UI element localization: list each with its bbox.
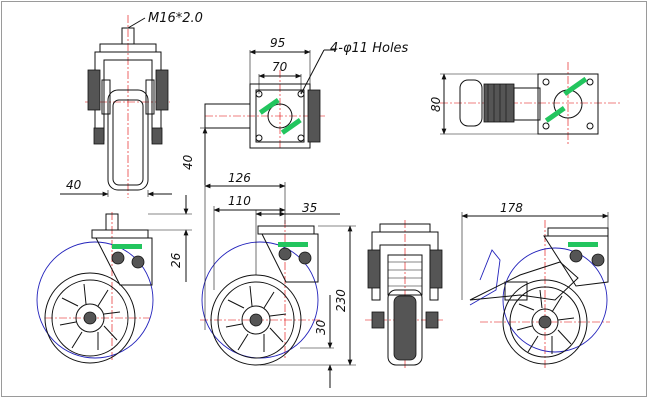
dim-hole-spacing: 70: [272, 60, 288, 74]
dim-stem-height: 40: [181, 154, 195, 170]
brand-logo-mark: [544, 106, 566, 123]
dim-wheel-ref: 110: [228, 194, 251, 208]
elevation-view-3: [365, 220, 445, 370]
brand-logo-mark: [568, 242, 598, 247]
dim-brake-width: 178: [500, 201, 523, 215]
front-view-top: M16*2.0 40: [60, 11, 203, 198]
dim-side-height: 80: [429, 96, 443, 112]
elevation-view-4: 178: [461, 201, 610, 370]
dim-wheel-width: 30: [314, 319, 328, 335]
dim-offset: 35: [302, 201, 317, 215]
top-plate-view: 95 70 4-φ11 Holes 40: [181, 36, 409, 185]
dim-axle-offset: 40: [66, 178, 82, 192]
dim-overall-height: 230: [334, 289, 348, 312]
dim-stem-length: 26: [169, 252, 183, 268]
thread-annotation: M16*2.0: [148, 11, 203, 26]
brand-logo-mark: [280, 118, 302, 135]
brand-logo-mark: [563, 76, 588, 96]
brand-logo-mark: [278, 242, 308, 247]
brand-logo-mark: [112, 244, 142, 249]
dim-swivel-radius: 126: [228, 171, 251, 185]
holes-annotation: 4-φ11 Holes: [330, 41, 409, 56]
side-view-top: 80: [429, 62, 620, 146]
brand-logo-mark: [258, 98, 280, 115]
elevation-view-1: 26: [36, 195, 192, 364]
elevation-view-2: 126 110 35 230 30: [200, 171, 356, 388]
dim-top-width: 95: [270, 36, 285, 50]
